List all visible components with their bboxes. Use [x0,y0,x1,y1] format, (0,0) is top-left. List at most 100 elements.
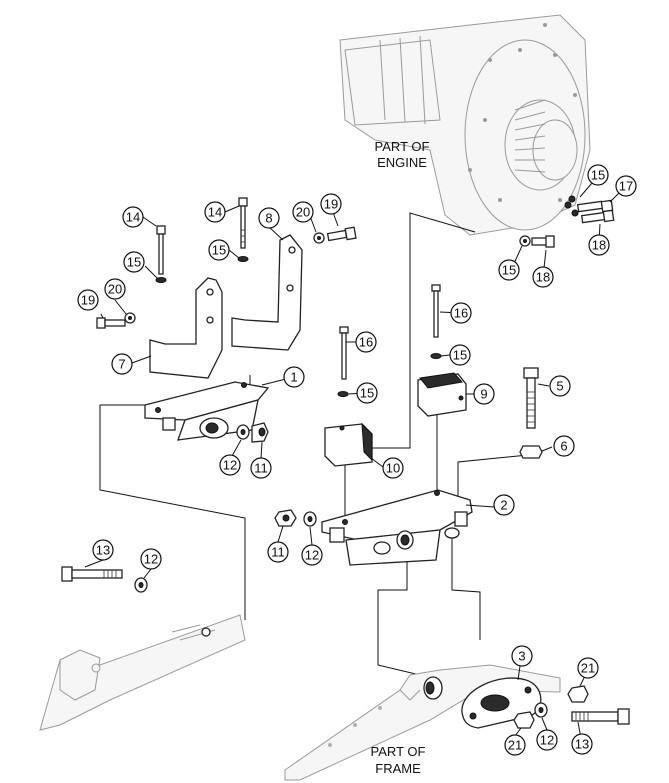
callout-8: 8 [258,207,280,229]
callout-7: 7 [111,353,133,375]
svg-text:12: 12 [305,548,319,563]
svg-text:11: 11 [254,461,268,476]
mount-plate-2 [321,489,473,566]
washer-15-d [337,391,349,397]
callout-19-right: 19 [320,193,342,215]
frame-label: PART OF FRAME [371,744,426,776]
callout-15-d: 15 [449,344,471,366]
svg-text:14: 14 [208,205,222,220]
callout-11-center: 11 [267,541,289,563]
svg-text:1: 1 [290,370,297,385]
callout-18-lower: 18 [532,266,554,288]
svg-text:20: 20 [296,205,310,220]
nut-6 [519,445,543,459]
bolt-18-lower [531,235,555,248]
callout-10: 10 [382,457,404,479]
callout-15-a: 15 [123,251,145,273]
bushing-frame [423,676,443,700]
svg-text:12: 12 [540,733,554,748]
svg-text:16: 16 [454,306,468,321]
washer-12-right [534,702,548,718]
washer-20-right [313,232,325,244]
engine-label: PART OF ENGINE [375,139,430,170]
callout-16-upper: 16 [450,302,472,324]
bolt-19-left [96,317,126,329]
svg-text:15: 15 [591,168,605,183]
bolt-13-left [61,566,123,582]
callout-14-left: 14 [122,206,144,228]
isolator-10 [324,422,373,467]
svg-text:5: 5 [556,379,563,394]
svg-text:3: 3 [518,649,525,664]
callout-17: 17 [615,175,637,197]
svg-text:PART OF: PART OF [375,139,430,154]
svg-text:14: 14 [126,210,140,225]
bolt-16-upper [431,284,441,338]
svg-text:PART OF: PART OF [371,744,426,759]
callout-15-f: 15 [587,164,609,186]
callout-20-left: 20 [104,278,126,300]
callout-1: 1 [283,366,305,388]
svg-text:17: 17 [619,179,633,194]
svg-text:18: 18 [536,270,550,285]
svg-text:13: 13 [575,737,589,752]
svg-text:FRAME: FRAME [375,761,421,776]
bolt-16-lower [339,326,349,380]
callout-15-c: 15 [356,382,378,404]
svg-text:19: 19 [324,197,338,212]
isolator-9 [417,372,467,417]
bolt-17 [568,195,614,213]
washer-12-left [236,424,250,440]
callout-12-left: 12 [219,454,241,476]
nut-21-lower [513,711,535,729]
washer-15-f [519,235,531,247]
engine-housing [339,14,591,236]
bracket-7 [149,277,223,379]
svg-text:19: 19 [81,293,95,308]
svg-text:7: 7 [118,357,125,372]
bracket-8 [231,234,303,351]
svg-text:21: 21 [508,738,522,753]
svg-text:18: 18 [592,238,606,253]
svg-text:6: 6 [560,439,567,454]
callout-15-b: 15 [208,239,230,261]
svg-text:12: 12 [144,552,158,567]
svg-text:10: 10 [386,461,400,476]
callout-19-left: 19 [77,289,99,311]
callout-13-left: 13 [92,539,114,561]
svg-text:ENGINE: ENGINE [377,155,427,170]
bolt-13-right [571,708,630,725]
callout-12-right: 12 [536,729,558,751]
svg-text:20: 20 [108,282,122,297]
callout-2: 2 [493,494,515,516]
frame-rail-right [284,664,561,781]
callout-16-lower: 16 [355,331,377,353]
svg-text:16: 16 [359,335,373,350]
washer-12-center [303,511,317,527]
svg-text:15: 15 [453,348,467,363]
callout-12-center: 12 [301,544,323,566]
svg-text:15: 15 [502,263,516,278]
bolt-14-left [156,225,166,275]
bolt-18-upper [571,209,615,224]
nut-21-upper [567,685,589,703]
callout-bubbles: 1 2 3 5 6 7 8 9 10 11 11 12 12 12 12 13 … [77,164,637,756]
svg-text:15: 15 [212,243,226,258]
callout-21-upper: 21 [577,657,599,679]
callout-20-right: 20 [292,201,314,223]
svg-text:8: 8 [265,211,272,226]
callout-21-lower: 21 [504,734,526,756]
svg-text:15: 15 [360,386,374,401]
washer-12-left-lower [134,577,148,593]
washer-15-a [155,277,167,283]
svg-text:11: 11 [271,545,285,560]
callout-13-right: 13 [571,733,593,755]
svg-text:9: 9 [480,387,487,402]
svg-text:21: 21 [581,661,595,676]
bolt-19-right [326,226,357,242]
frame-rail-left [39,614,246,731]
callout-18-upper: 18 [588,234,610,256]
washer-15-e [564,201,572,209]
callout-9: 9 [473,383,495,405]
